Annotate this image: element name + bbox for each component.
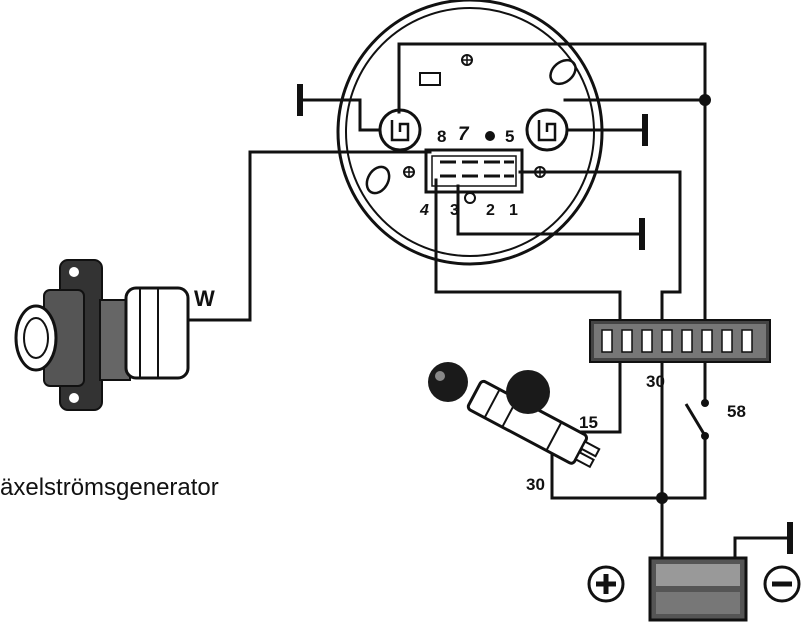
generator-caption: äxelströmsgenerator (0, 474, 219, 501)
marker-rect (419, 72, 441, 86)
wire-label-58: 58 (727, 402, 746, 421)
battery (648, 556, 748, 622)
terminal-strip (589, 319, 771, 363)
terminal-label-1: 1 (509, 202, 518, 219)
instrument-housing: 8 7 5 4 3 2 1 (336, 0, 604, 266)
mounting-slot-left (365, 165, 391, 195)
terminal-label-3: 3 (450, 202, 459, 219)
terminal-label-4: 4 (419, 202, 429, 219)
lamp-socket-left (378, 108, 422, 152)
screw-left (403, 166, 415, 178)
terminal-label-7: 7 (458, 124, 470, 145)
minus-terminal-icon (763, 565, 801, 603)
wire-label-30-top: 30 (646, 372, 665, 391)
screw-top (461, 54, 473, 66)
terminal-label-8: 8 (437, 127, 446, 146)
mounting-slot-top-right (549, 58, 577, 86)
alternator (14, 259, 190, 411)
plus-terminal-icon (587, 565, 625, 603)
terminal-connector (424, 131, 524, 204)
wire-label-w: W (194, 286, 215, 311)
terminal-label-2: 2 (486, 202, 495, 219)
lamp-socket-right (525, 108, 569, 152)
terminal-label-5: 5 (505, 127, 514, 146)
wire-label-15: 15 (579, 413, 598, 432)
ignition-switch (428, 362, 601, 469)
wires (184, 42, 793, 562)
wire-label-30-bottom: 30 (526, 475, 545, 494)
